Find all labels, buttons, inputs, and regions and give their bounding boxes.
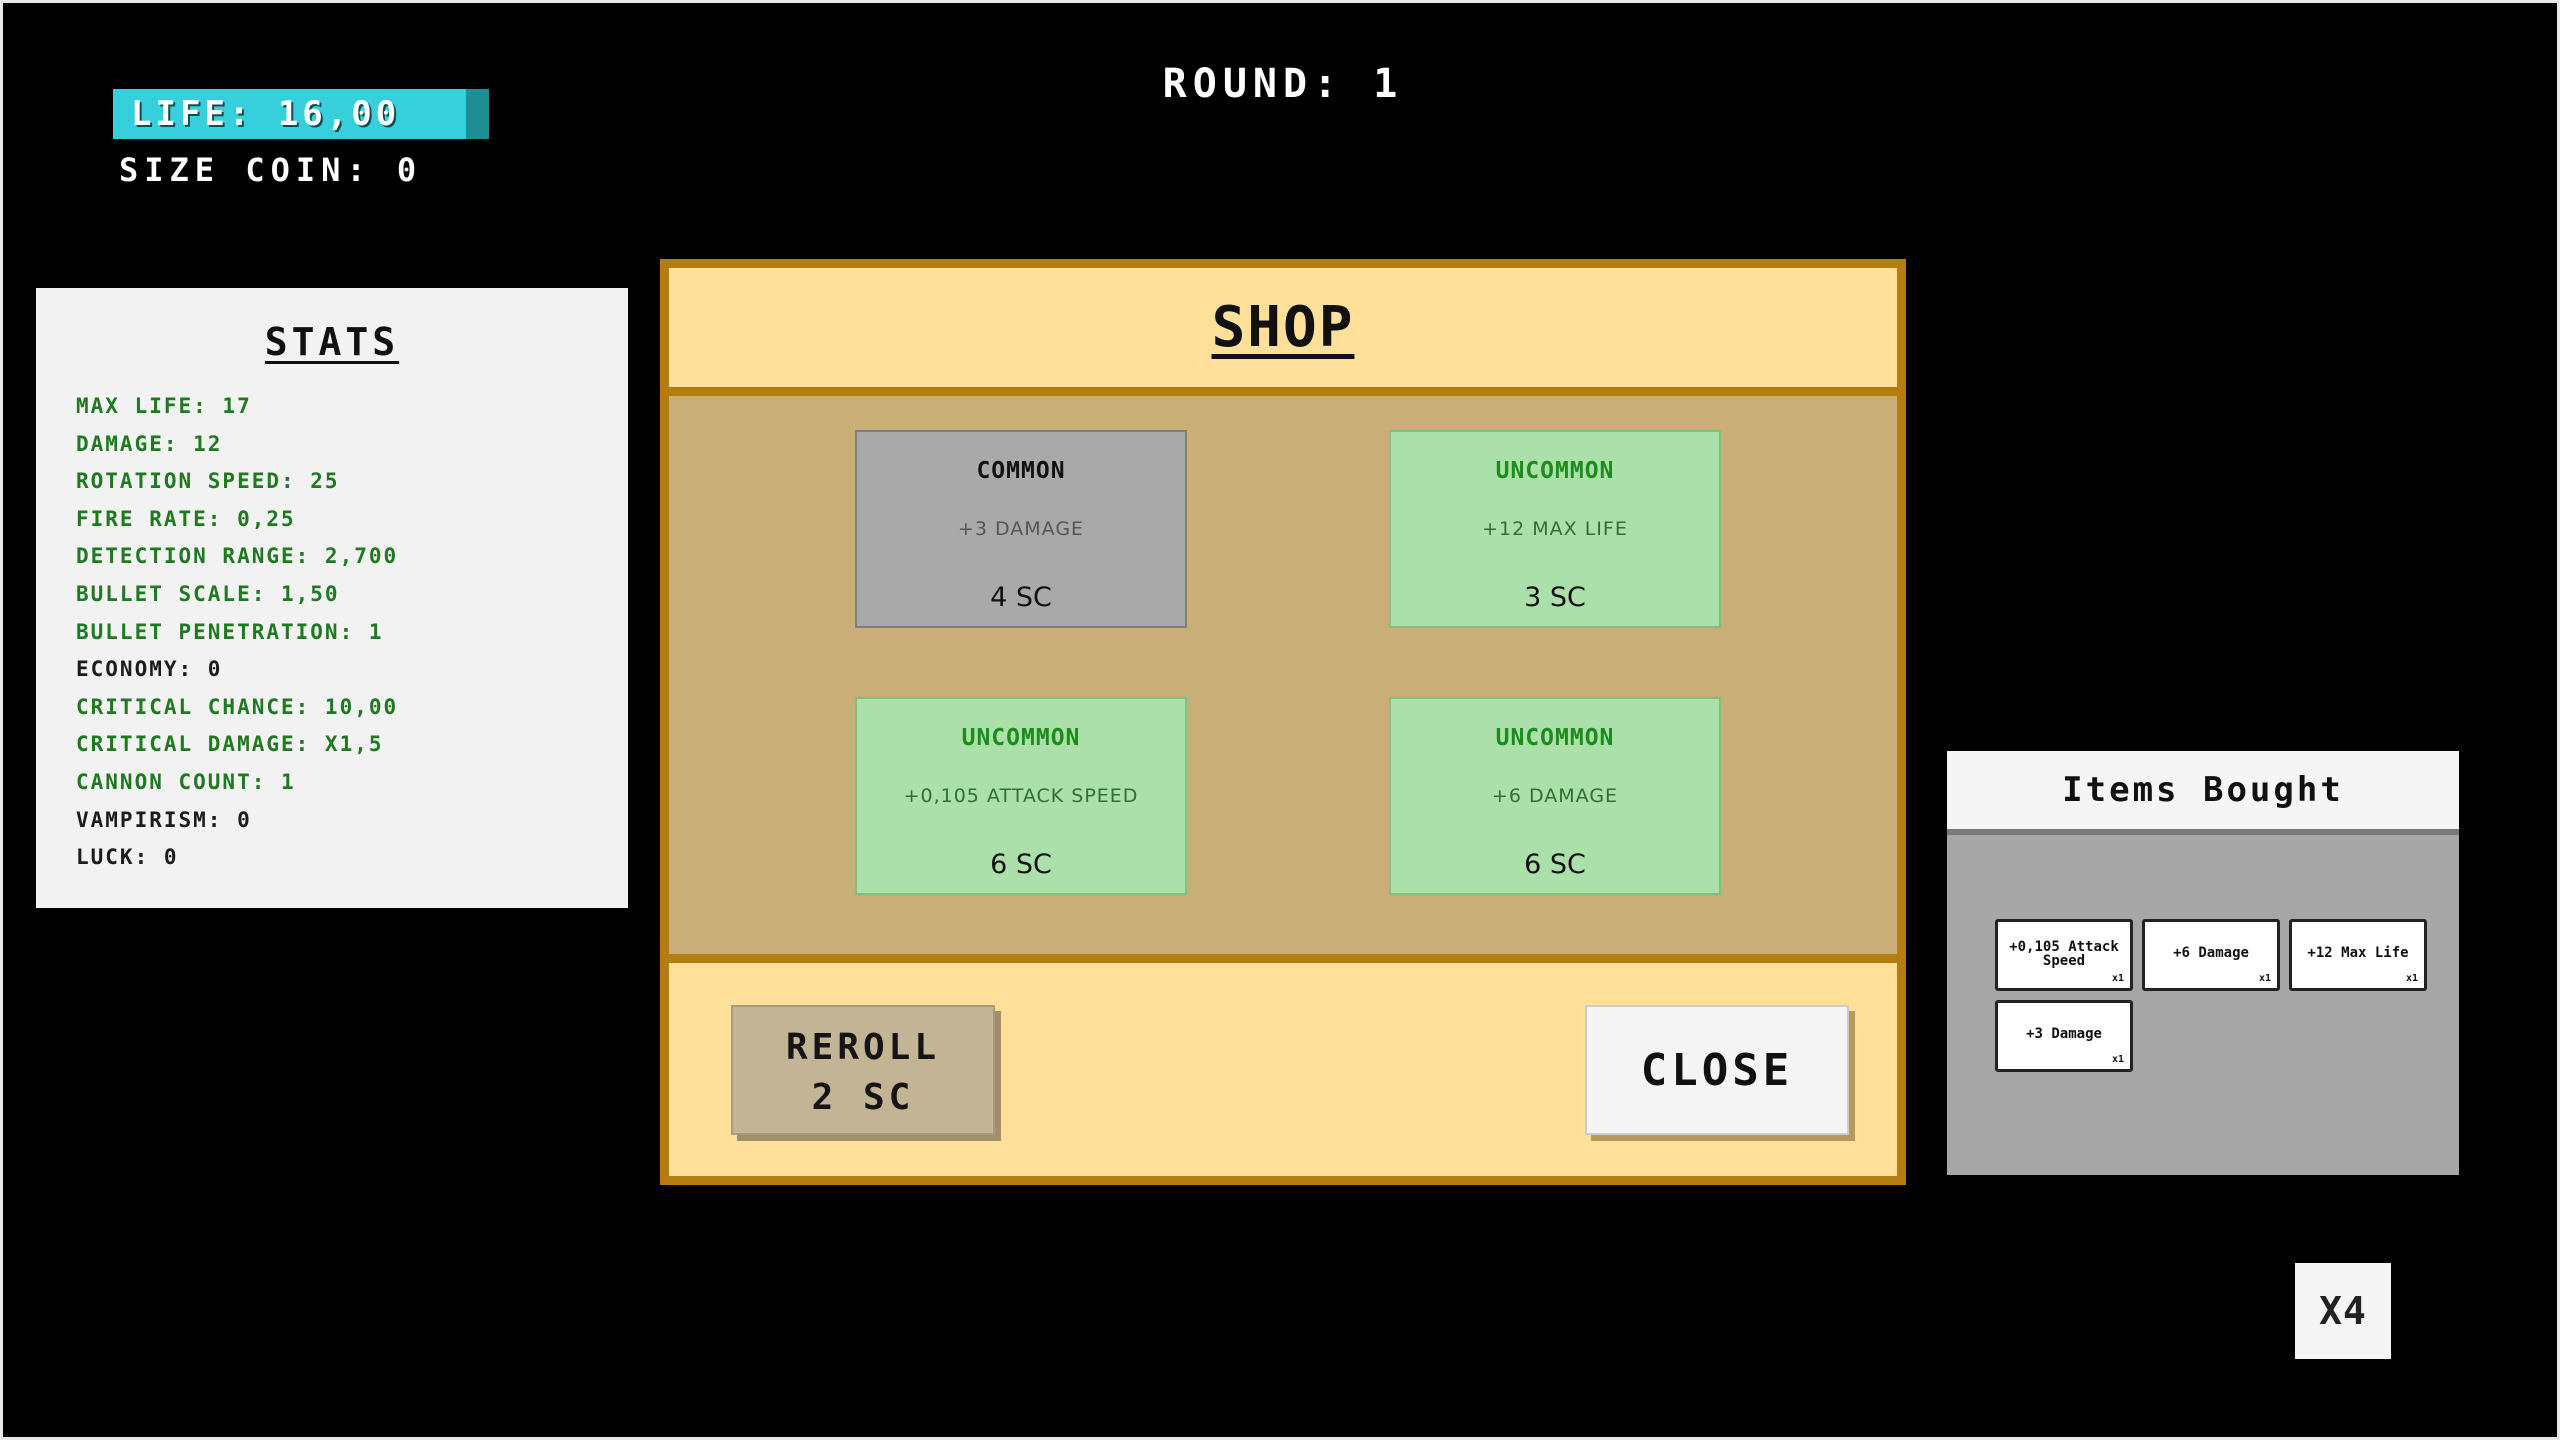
bought-item-label: +12 Max Life	[2307, 945, 2409, 961]
shop-card-damage-6[interactable]: UNCOMMON +6 DAMAGE 6 SC	[1389, 697, 1721, 895]
card-description: +3 DAMAGE	[957, 518, 1085, 540]
shop-card-max-life-12[interactable]: UNCOMMON +12 MAX LIFE 3 SC	[1389, 430, 1721, 628]
bought-item-count: x1	[2405, 973, 2418, 984]
bought-item-count: x1	[2258, 973, 2271, 984]
shop-offers: COMMON +3 DAMAGE 4 SC UNCOMMON +12 MAX L…	[669, 396, 1897, 963]
bought-item-count: x1	[2111, 973, 2124, 984]
stat-luck: LUCK: 0	[76, 845, 179, 870]
life-bar-fill	[113, 89, 467, 139]
card-rarity: UNCOMMON	[961, 725, 1081, 751]
bought-item-label: +6 Damage	[2173, 945, 2249, 961]
stats-panel: STATS MAX LIFE: 17 DAMAGE: 12 ROTATION S…	[36, 288, 628, 908]
bought-item[interactable]: +3 Damage x1	[1995, 1000, 2133, 1072]
stat-fire-rate: FIRE RATE: 0,25	[76, 506, 296, 531]
reroll-button[interactable]: REROLL 2 SC	[731, 1005, 995, 1135]
reroll-cost: 2 SC	[811, 1077, 915, 1118]
close-button[interactable]: CLOSE	[1585, 1005, 1849, 1135]
card-price: 4 SC	[990, 582, 1052, 613]
card-rarity: UNCOMMON	[1495, 458, 1615, 484]
bought-item-label: +0,105 Attack Speed	[2009, 939, 2119, 969]
bought-item-count: x1	[2111, 1054, 2124, 1065]
reroll-label: REROLL	[785, 1027, 941, 1068]
shop-footer: REROLL 2 SC CLOSE	[669, 963, 1897, 1176]
stat-bullet-scale: BULLET SCALE: 1,50	[76, 581, 340, 606]
card-description: +0,105 ATTACK SPEED	[903, 785, 1139, 807]
size-coin-counter: SIZE COIN: 0	[119, 151, 423, 189]
shop-header: SHOP	[669, 268, 1897, 396]
life-label: LIFE: 16,00	[131, 94, 401, 134]
card-description: +6 DAMAGE	[1491, 785, 1619, 807]
life-bar: LIFE: 16,00	[113, 89, 489, 139]
round-indicator: ROUND: 1	[1162, 61, 1404, 107]
card-description: +12 MAX LIFE	[1482, 518, 1628, 540]
shop-title: SHOP	[1211, 295, 1355, 360]
stats-title: STATS	[264, 320, 400, 364]
stat-critical-damage: CRITICAL DAMAGE: X1,5	[76, 732, 384, 757]
items-bought-panel: Items Bought +0,105 Attack Speed x1 +6 D…	[1947, 751, 2459, 1175]
stat-bullet-penetration: BULLET PENETRATION: 1	[76, 619, 384, 644]
bought-item[interactable]: +0,105 Attack Speed x1	[1995, 919, 2133, 991]
card-rarity: COMMON	[976, 458, 1066, 484]
card-rarity: UNCOMMON	[1495, 725, 1615, 751]
stat-max-life: MAX LIFE: 17	[76, 394, 252, 418]
stat-rotation-speed: ROTATION SPEED: 25	[76, 469, 340, 494]
bought-item[interactable]: +12 Max Life x1	[2289, 919, 2427, 991]
stat-economy: ECONOMY: 0	[76, 657, 223, 682]
card-price: 3 SC	[1524, 582, 1586, 613]
card-price: 6 SC	[990, 849, 1052, 880]
items-bought-title: Items Bought	[1947, 751, 2459, 835]
game-speed-button[interactable]: X4	[2295, 1263, 2391, 1359]
shop-card-attack-speed[interactable]: UNCOMMON +0,105 ATTACK SPEED 6 SC	[855, 697, 1187, 895]
shop-card-damage-3[interactable]: COMMON +3 DAMAGE 4 SC	[855, 430, 1187, 628]
bought-item[interactable]: +6 Damage x1	[2142, 919, 2280, 991]
bought-item-label: +3 Damage	[2026, 1026, 2102, 1042]
stat-critical-chance: CRITICAL CHANCE: 10,00	[76, 694, 399, 719]
stat-vampirism: VAMPIRISM: 0	[76, 807, 252, 832]
stat-cannon-count: CANNON COUNT: 1	[76, 769, 296, 794]
stat-detection-range: DETECTION RANGE: 2,700	[76, 544, 399, 569]
card-price: 6 SC	[1524, 849, 1586, 880]
shop-window: SHOP COMMON +3 DAMAGE 4 SC UNCOMMON +12 …	[660, 259, 1906, 1185]
stat-damage: DAMAGE: 12	[76, 431, 223, 456]
